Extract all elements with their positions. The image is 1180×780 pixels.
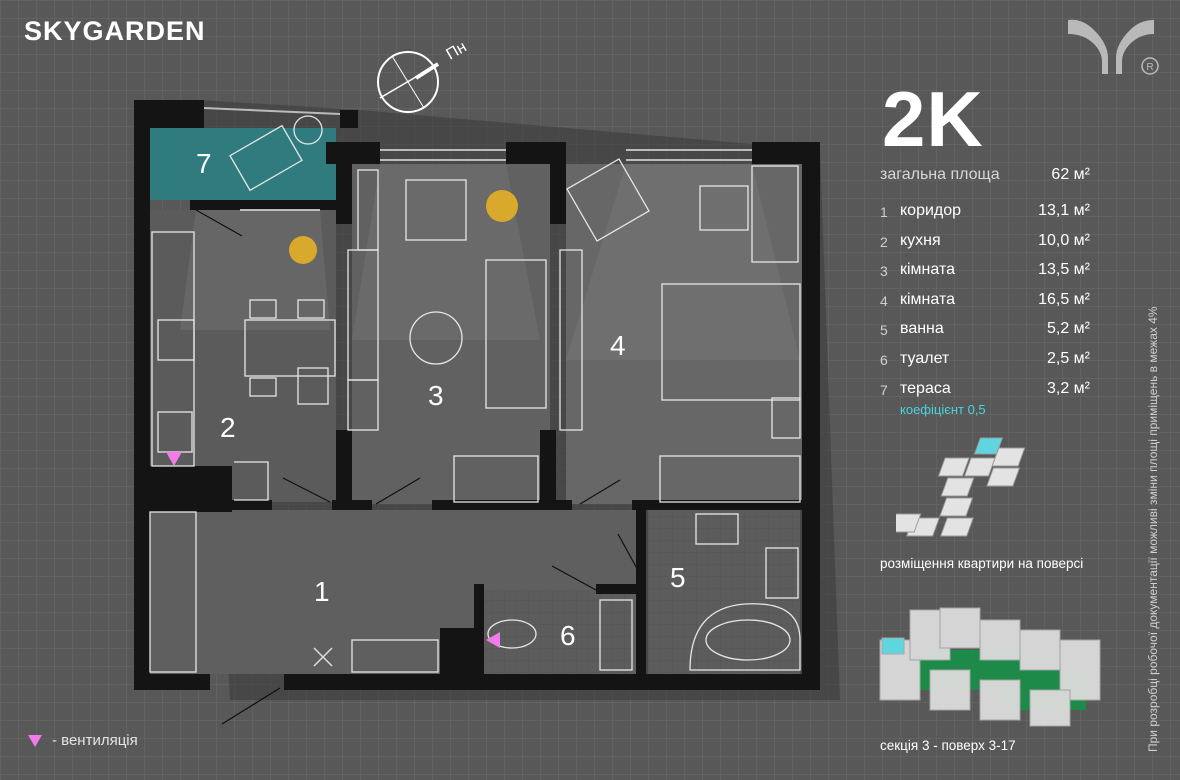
svg-text:R: R bbox=[1146, 62, 1153, 73]
section-caption: секція 3 - поверх 3-17 bbox=[880, 738, 1016, 753]
apartment-type: 2K bbox=[882, 75, 984, 163]
room-number: 5 bbox=[880, 322, 888, 339]
windows bbox=[203, 107, 752, 211]
total-area-value: 62 м² bbox=[1051, 166, 1090, 183]
room-row: 5 ванна 5,2 м² bbox=[880, 320, 1090, 350]
room-label-4: 4 bbox=[610, 330, 626, 361]
floor-position-diagram bbox=[896, 437, 1026, 537]
room-number: 4 bbox=[880, 292, 888, 309]
bath-floor bbox=[648, 510, 800, 674]
room-label-6: 6 bbox=[560, 620, 576, 651]
terrace-coefficient: коефіцієнт 0,5 bbox=[900, 402, 986, 417]
room-row: 2 кухня 10,0 м² bbox=[880, 232, 1090, 262]
room-name: тераса bbox=[900, 379, 951, 397]
room-row: 6 туалет 2,5 м² bbox=[880, 350, 1090, 380]
room-area: 10,0 м² bbox=[1038, 231, 1090, 249]
room-label-5: 5 bbox=[670, 562, 686, 593]
ventilation-icon bbox=[28, 735, 42, 748]
total-area-label: загальна площа bbox=[880, 166, 1000, 183]
room-list: 1 коридор 13,1 м² 2 кухня 10,0 м² 3 кімната 13… bbox=[880, 202, 1090, 409]
room-row: 7 тераса 3,2 м² bbox=[880, 380, 1090, 410]
total-area-row: загальна площа 62 м² bbox=[880, 166, 1090, 188]
room-area: 3,2 м² bbox=[1046, 379, 1090, 397]
wc-floor bbox=[484, 590, 630, 674]
room-number: 2 bbox=[880, 233, 888, 250]
room-area: 13,1 м² bbox=[1038, 202, 1090, 219]
room-name: коридор bbox=[900, 202, 962, 219]
room-row: 1 коридор 13,1 м² bbox=[880, 202, 1090, 232]
ventilation-icon bbox=[166, 452, 182, 466]
room-name: кухня bbox=[900, 231, 941, 249]
room-name: ванна bbox=[900, 320, 944, 338]
section-building-diagram bbox=[879, 607, 1101, 727]
room-number: 1 bbox=[880, 204, 888, 220]
room-row: 4 кімната 16,5 м² bbox=[880, 291, 1090, 321]
room-label-3: 3 bbox=[428, 380, 444, 411]
developer-logo: R bbox=[1068, 19, 1159, 75]
room-row: 3 кімната 13,5 м² bbox=[880, 261, 1090, 291]
area-disclaimer: При розробці робочої документації можлив… bbox=[1146, 306, 1160, 752]
room-number: 3 bbox=[880, 263, 888, 280]
room-number: 7 bbox=[880, 381, 888, 398]
room-area: 2,5 м² bbox=[1046, 349, 1090, 367]
compass-icon: Пн bbox=[377, 39, 470, 113]
room-area: 5,2 м² bbox=[1046, 320, 1090, 338]
room-area: 13,5 м² bbox=[1038, 261, 1090, 279]
room3-floor bbox=[352, 164, 550, 504]
room-name: кімната bbox=[900, 290, 955, 308]
furniture bbox=[149, 115, 801, 673]
room-label-7: 7 bbox=[196, 148, 212, 179]
room-label-2: 2 bbox=[220, 412, 236, 443]
floor-position-caption: розміщення квартири на поверсі bbox=[880, 556, 1084, 571]
room-area: 16,5 м² bbox=[1038, 290, 1090, 308]
ventilation-legend: - вентиляція bbox=[28, 732, 138, 749]
brand-name: SKYGARDEN bbox=[24, 16, 206, 46]
room-name: кімната bbox=[900, 261, 955, 279]
doors bbox=[195, 209, 641, 725]
walls bbox=[134, 100, 820, 690]
room-label-1: 1 bbox=[314, 576, 330, 607]
room4-floor bbox=[566, 164, 802, 504]
terrace-floor bbox=[150, 128, 336, 200]
cross-marker bbox=[313, 647, 333, 667]
plant-icon bbox=[289, 190, 518, 264]
room-name: туалет bbox=[900, 349, 950, 367]
legend-text: - вентиляція bbox=[52, 732, 138, 749]
room-number: 6 bbox=[880, 351, 888, 368]
ventilation-icon bbox=[486, 632, 500, 648]
